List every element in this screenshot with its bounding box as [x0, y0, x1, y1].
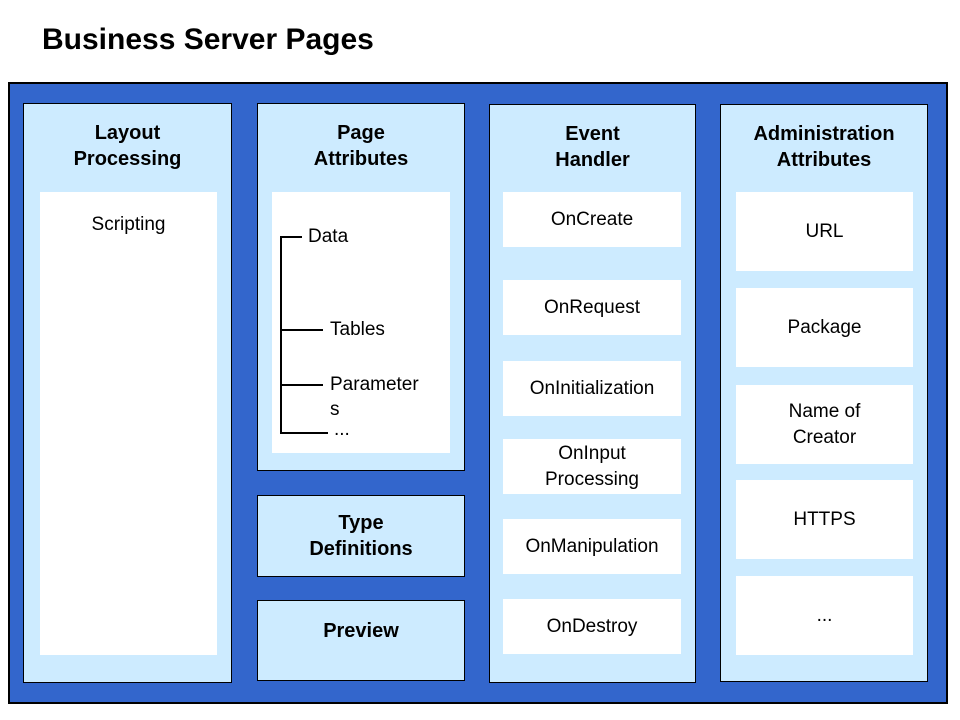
preview-label: Preview: [323, 619, 399, 642]
event-item-oninitialization: OnInitialization: [503, 361, 681, 416]
event-item-onmanipulation: OnManipulation: [503, 519, 681, 574]
event-item-ondestroy: OnDestroy: [503, 599, 681, 654]
type-definitions-label: Type Definitions: [309, 512, 413, 560]
panel-event-handler: Event Handler OnCreate OnRequest OnIniti…: [489, 104, 696, 683]
admin-item-label: URL: [805, 220, 844, 242]
event-item-onrequest: OnRequest: [503, 280, 681, 335]
admin-item-url: URL: [736, 192, 913, 271]
preview-box: Preview: [257, 600, 465, 681]
tree-trunk-line: [280, 236, 282, 434]
scripting-box: Scripting: [40, 192, 217, 655]
panel-administration-attributes: Administration Attributes URL Package Na…: [720, 104, 928, 682]
header-line: Layout: [94, 122, 161, 144]
event-item-label: OnDestroy: [546, 615, 638, 637]
tree-item-data: Data: [308, 226, 349, 247]
admin-item-label: ...: [816, 604, 833, 626]
scripting-label: Scripting: [91, 214, 166, 235]
header-line: Event: [565, 123, 620, 145]
header-line: Attributes: [776, 149, 872, 171]
admin-item-package: Package: [736, 288, 913, 367]
event-item-label: OnInput Processing: [545, 442, 639, 490]
event-item-label: OnManipulation: [525, 535, 659, 557]
admin-item-label: Name of Creator: [788, 400, 861, 448]
panel-layout-processing-header: Layout Processing: [24, 104, 231, 172]
admin-item-name-of-creator: Name of Creator: [736, 385, 913, 464]
panel-page-attributes: Page Attributes Data Tables Parameters .…: [257, 103, 465, 471]
admin-item-label: Package: [787, 316, 862, 338]
panel-layout-processing: Layout Processing Scripting: [23, 103, 232, 683]
header-line: Processing: [73, 148, 182, 170]
admin-item-ellipsis: ...: [736, 576, 913, 655]
header-line: Page: [337, 122, 385, 144]
tree-branch-line: [280, 432, 328, 434]
tree-branch-line: [280, 329, 323, 331]
event-item-oninput-processing: OnInput Processing: [503, 439, 681, 494]
tree-branch-line: [280, 236, 302, 238]
tree-item-parameters: Parameters: [330, 374, 419, 420]
header-line: Attributes: [313, 148, 409, 170]
panel-event-handler-header: Event Handler: [490, 105, 695, 173]
tree-branch-line: [280, 384, 323, 386]
header-line: Administration: [753, 123, 895, 145]
tree-item-ellipsis: ...: [334, 419, 350, 440]
panel-page-attributes-header: Page Attributes: [258, 104, 464, 172]
event-item-oncreate: OnCreate: [503, 192, 681, 247]
page-title: Business Server Pages: [42, 23, 374, 56]
event-item-label: OnRequest: [543, 296, 641, 318]
panel-administration-attributes-header: Administration Attributes: [721, 105, 927, 173]
attributes-tree-box: Data Tables Parameters ...: [272, 192, 450, 453]
admin-item-https: HTTPS: [736, 480, 913, 559]
type-definitions-box: Type Definitions: [257, 495, 465, 577]
header-line: Handler: [555, 149, 630, 171]
event-item-label: OnCreate: [550, 208, 634, 230]
tree-item-tables: Tables: [330, 319, 385, 340]
event-item-label: OnInitialization: [529, 377, 655, 399]
admin-item-label: HTTPS: [793, 508, 856, 530]
